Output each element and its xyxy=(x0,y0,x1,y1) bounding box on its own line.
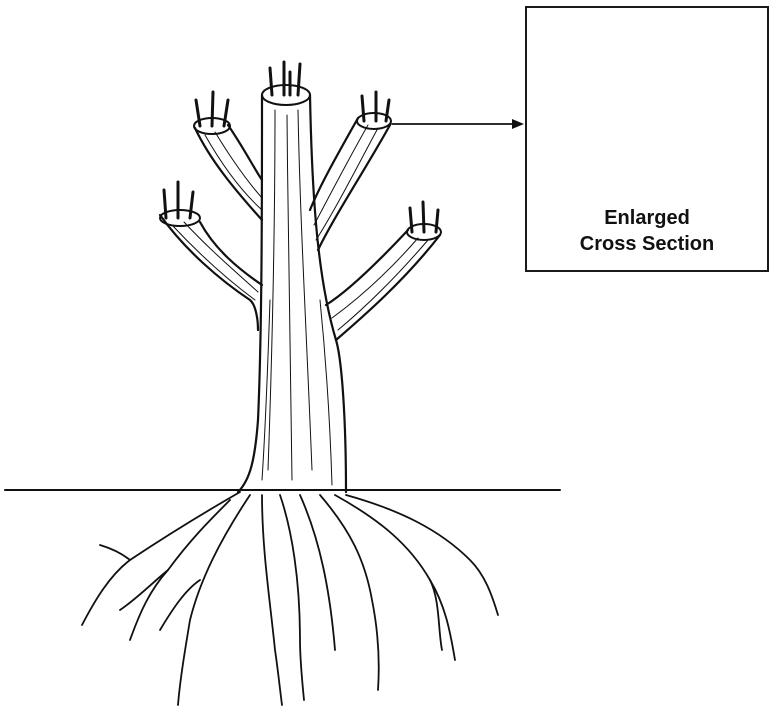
trunk xyxy=(160,95,440,492)
callout-label-line2: Cross Section xyxy=(525,231,769,257)
arrow-head xyxy=(512,119,524,129)
cut-branch-ends xyxy=(160,85,441,240)
bark-texture xyxy=(172,110,428,485)
callout-label: Enlarged Cross Section xyxy=(525,205,769,257)
callout-label-line1: Enlarged xyxy=(525,205,769,231)
roots xyxy=(82,492,498,705)
